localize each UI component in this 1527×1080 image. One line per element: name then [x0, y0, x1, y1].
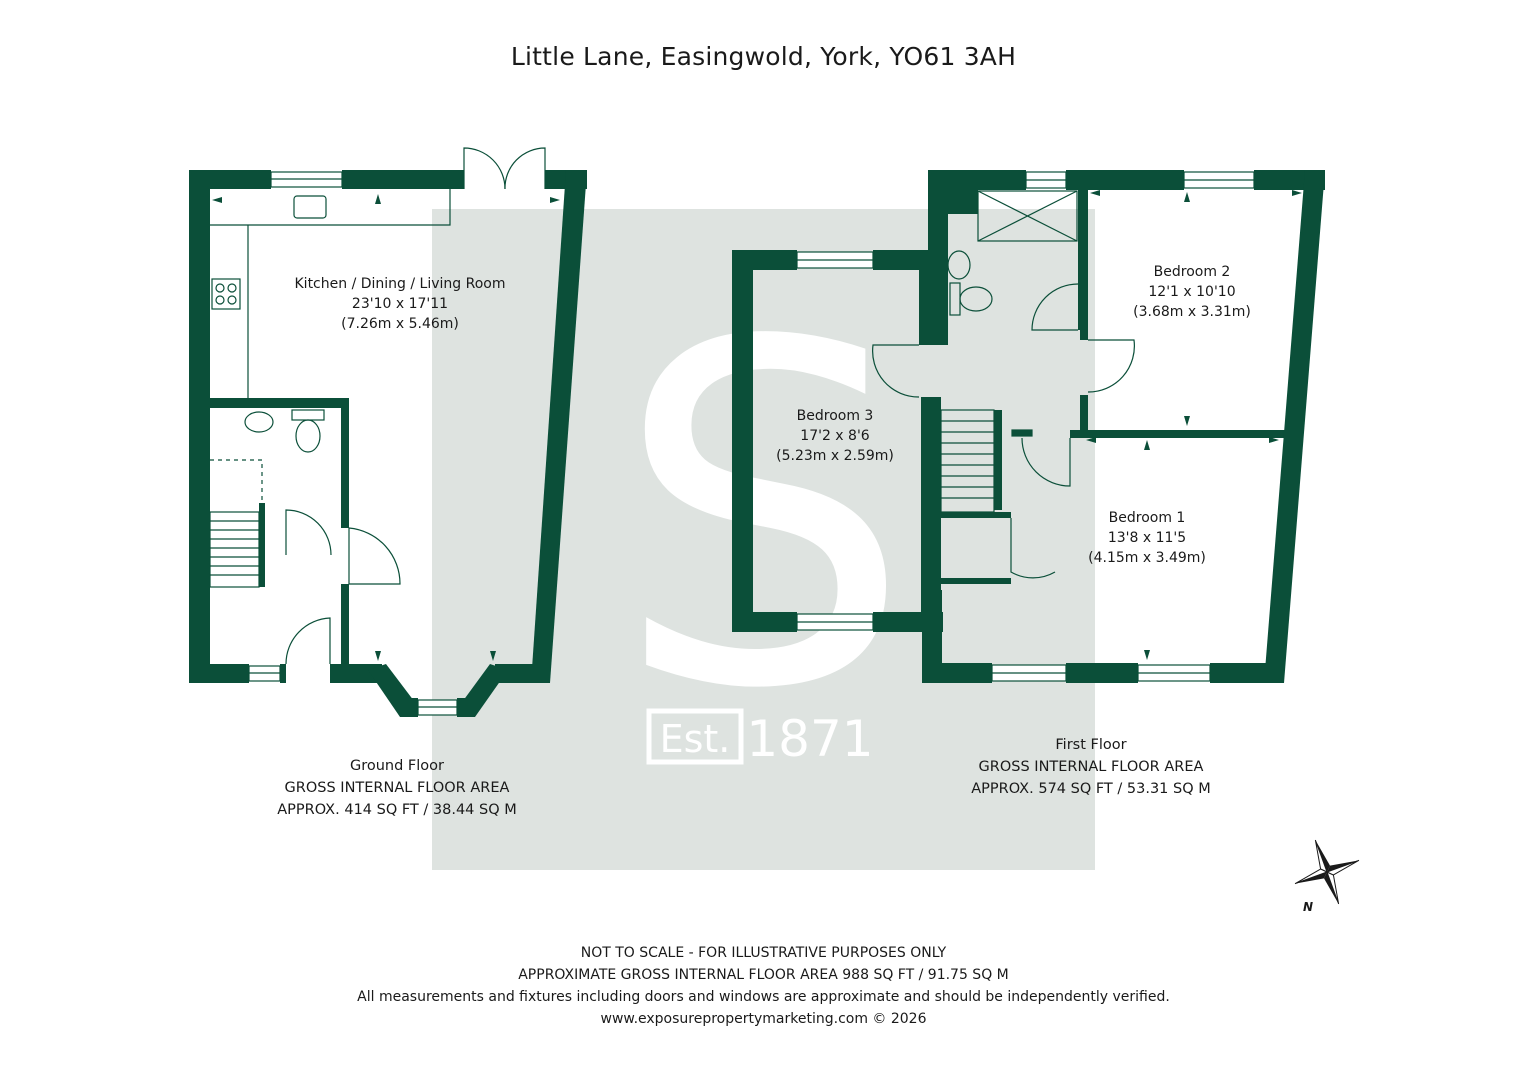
watermark-est-label: Est.	[660, 717, 731, 761]
first-stairs-icon	[940, 409, 1033, 513]
bath-wall-inner-top	[948, 190, 978, 214]
watermark-est-box	[646, 708, 744, 765]
footer-line-area: APPROXIMATE GROSS INTERNAL FLOOR AREA 98…	[518, 967, 1009, 983]
footer-line-website[interactable]: www.exposurepropertymarketing.com © 2026	[600, 1011, 927, 1027]
ground-wall-wc-top	[189, 398, 349, 408]
floor-area-label: GROSS INTERNAL FLOOR AREA	[978, 759, 1204, 775]
bed3-door-icon	[872, 344, 920, 398]
room-label-bedroom2: Bedroom 2 12'1 x 10'10 (3.68m x 3.31m)	[1062, 262, 1322, 322]
first-wall-right	[1264, 170, 1325, 683]
first-floor-plan	[732, 170, 1325, 683]
room-size-metric: (5.23m x 2.59m)	[776, 448, 894, 464]
bath-door-icon	[1031, 283, 1079, 331]
floor-area-value: APPROX. 414 SQ FT / 38.44 SQ M	[277, 802, 517, 818]
bath-wall-top-1	[928, 170, 1026, 190]
footer-disclaimer: NOT TO SCALE - FOR ILLUSTRATIVE PURPOSES…	[0, 942, 1527, 1030]
cupboard-door-icon	[1010, 518, 1056, 579]
room-name: Bedroom 3	[796, 408, 874, 424]
room-label-bedroom3: Bedroom 3 17'2 x 8'6 (5.23m x 2.59m)	[705, 406, 965, 466]
bath-wall-left	[928, 170, 948, 345]
first-wall-left-low	[922, 590, 942, 683]
cupboard-wall-bottom	[941, 578, 1011, 584]
ground-wall-stair	[259, 503, 265, 587]
room-size-imperial: 12'1 x 10'10	[1148, 284, 1236, 300]
compass-rose-icon	[1294, 839, 1360, 905]
wc-door-icon	[285, 509, 332, 556]
bed2-bed1-divider	[1070, 430, 1285, 438]
hob-icon	[211, 278, 241, 310]
watermark-year: 1871	[746, 710, 873, 768]
ground-wall-top-1	[189, 170, 271, 189]
room-size-metric: (3.68m x 3.31m)	[1133, 304, 1251, 320]
first-floor-caption: First Floor GROSS INTERNAL FLOOR AREA AP…	[911, 734, 1271, 800]
floor-name: Ground Floor	[349, 758, 445, 774]
landing-wall-stub	[1080, 395, 1088, 435]
first-dimension-markers	[1086, 190, 1302, 660]
ground-wall-bottom-1	[189, 664, 249, 683]
bath-wall-top-2	[1066, 170, 1184, 190]
room-size-imperial: 23'10 x 17'11	[351, 296, 449, 312]
ground-wall-hall-right	[341, 584, 349, 668]
ground-floor-caption: Ground Floor GROSS INTERNAL FLOOR AREA A…	[217, 755, 577, 821]
ground-floor-fixtures	[209, 147, 546, 716]
room-label-bedroom1: Bedroom 1 13'8 x 11'5 (4.15m x 3.49m)	[1017, 508, 1277, 568]
page-title: Little Lane, Easingwold, York, YO61 3AH	[510, 42, 1017, 71]
footer-line-scale: NOT TO SCALE - FOR ILLUSTRATIVE PURPOSES…	[580, 945, 947, 961]
bed3-wall-left	[732, 250, 753, 632]
shower-tray-icon	[977, 190, 1078, 242]
ground-wall-left	[189, 170, 210, 683]
ground-wall-bottom-3	[330, 664, 382, 683]
bed2-wall-left	[1080, 190, 1088, 340]
room-name: Bedroom 1	[1108, 510, 1186, 526]
ground-bay-base-2	[457, 698, 475, 717]
ground-wall-top-2	[342, 170, 464, 189]
wc-basin-icon	[244, 411, 274, 433]
ground-wall-wc-right	[341, 398, 349, 528]
first-wall-bottom-3	[1210, 663, 1284, 683]
footer-line-disclaimer: All measurements and fixtures including …	[357, 989, 1170, 1005]
french-door-left-icon	[463, 147, 506, 190]
ground-wall-bottom-2	[280, 664, 286, 683]
room-size-imperial: 13'8 x 11'5	[1107, 530, 1187, 546]
cupboard-wall-top	[941, 512, 1011, 518]
landing-stair-wall	[994, 410, 1002, 510]
wc-cistern-icon	[291, 409, 325, 421]
bath-toilet-icon	[959, 286, 993, 312]
first-floor-fixtures	[796, 171, 1255, 682]
room-size-imperial: 17'2 x 8'6	[800, 428, 870, 444]
ground-bay-base-1	[400, 698, 418, 717]
french-door-right-icon	[504, 147, 546, 190]
ground-dimension-markers	[212, 194, 560, 661]
compass-north-label: N	[1303, 900, 1314, 914]
ground-floor-plan	[189, 170, 587, 717]
front-door-icon	[285, 617, 331, 665]
floor-area-value: APPROX. 574 SQ FT / 53.31 SQ M	[971, 781, 1211, 797]
floor-area-label: GROSS INTERNAL FLOOR AREA	[284, 780, 510, 796]
sink-icon	[293, 195, 327, 219]
hall-door-icon	[348, 527, 401, 585]
room-size-metric: (7.26m x 5.46m)	[341, 316, 459, 332]
bed1-door-icon	[1021, 437, 1071, 487]
kitchen-worktop	[210, 189, 451, 398]
understairs-cupboard	[210, 459, 263, 503]
first-wall-bottom-2	[1066, 663, 1138, 683]
floor-name: First Floor	[1055, 737, 1127, 753]
room-label-kitchen: Kitchen / Dining / Living Room 23'10 x 1…	[270, 274, 530, 334]
watermark-monogram: S	[614, 244, 912, 791]
room-name: Kitchen / Dining / Living Room	[294, 276, 506, 292]
room-name: Bedroom 2	[1153, 264, 1231, 280]
ground-wall-bottom-4	[495, 664, 550, 683]
ground-stairs-icon	[209, 511, 260, 588]
watermark: S Est. 1871	[432, 209, 1095, 870]
bed3-wall-bottom-1	[732, 612, 797, 632]
bath-basin-icon	[947, 250, 971, 280]
ground-wall-right	[531, 170, 587, 683]
bed2-door-icon	[1087, 339, 1135, 393]
bed3-wall-right-bottom	[921, 397, 941, 632]
toilet-icon	[295, 419, 321, 453]
room-size-metric: (4.15m x 3.49m)	[1088, 550, 1206, 566]
